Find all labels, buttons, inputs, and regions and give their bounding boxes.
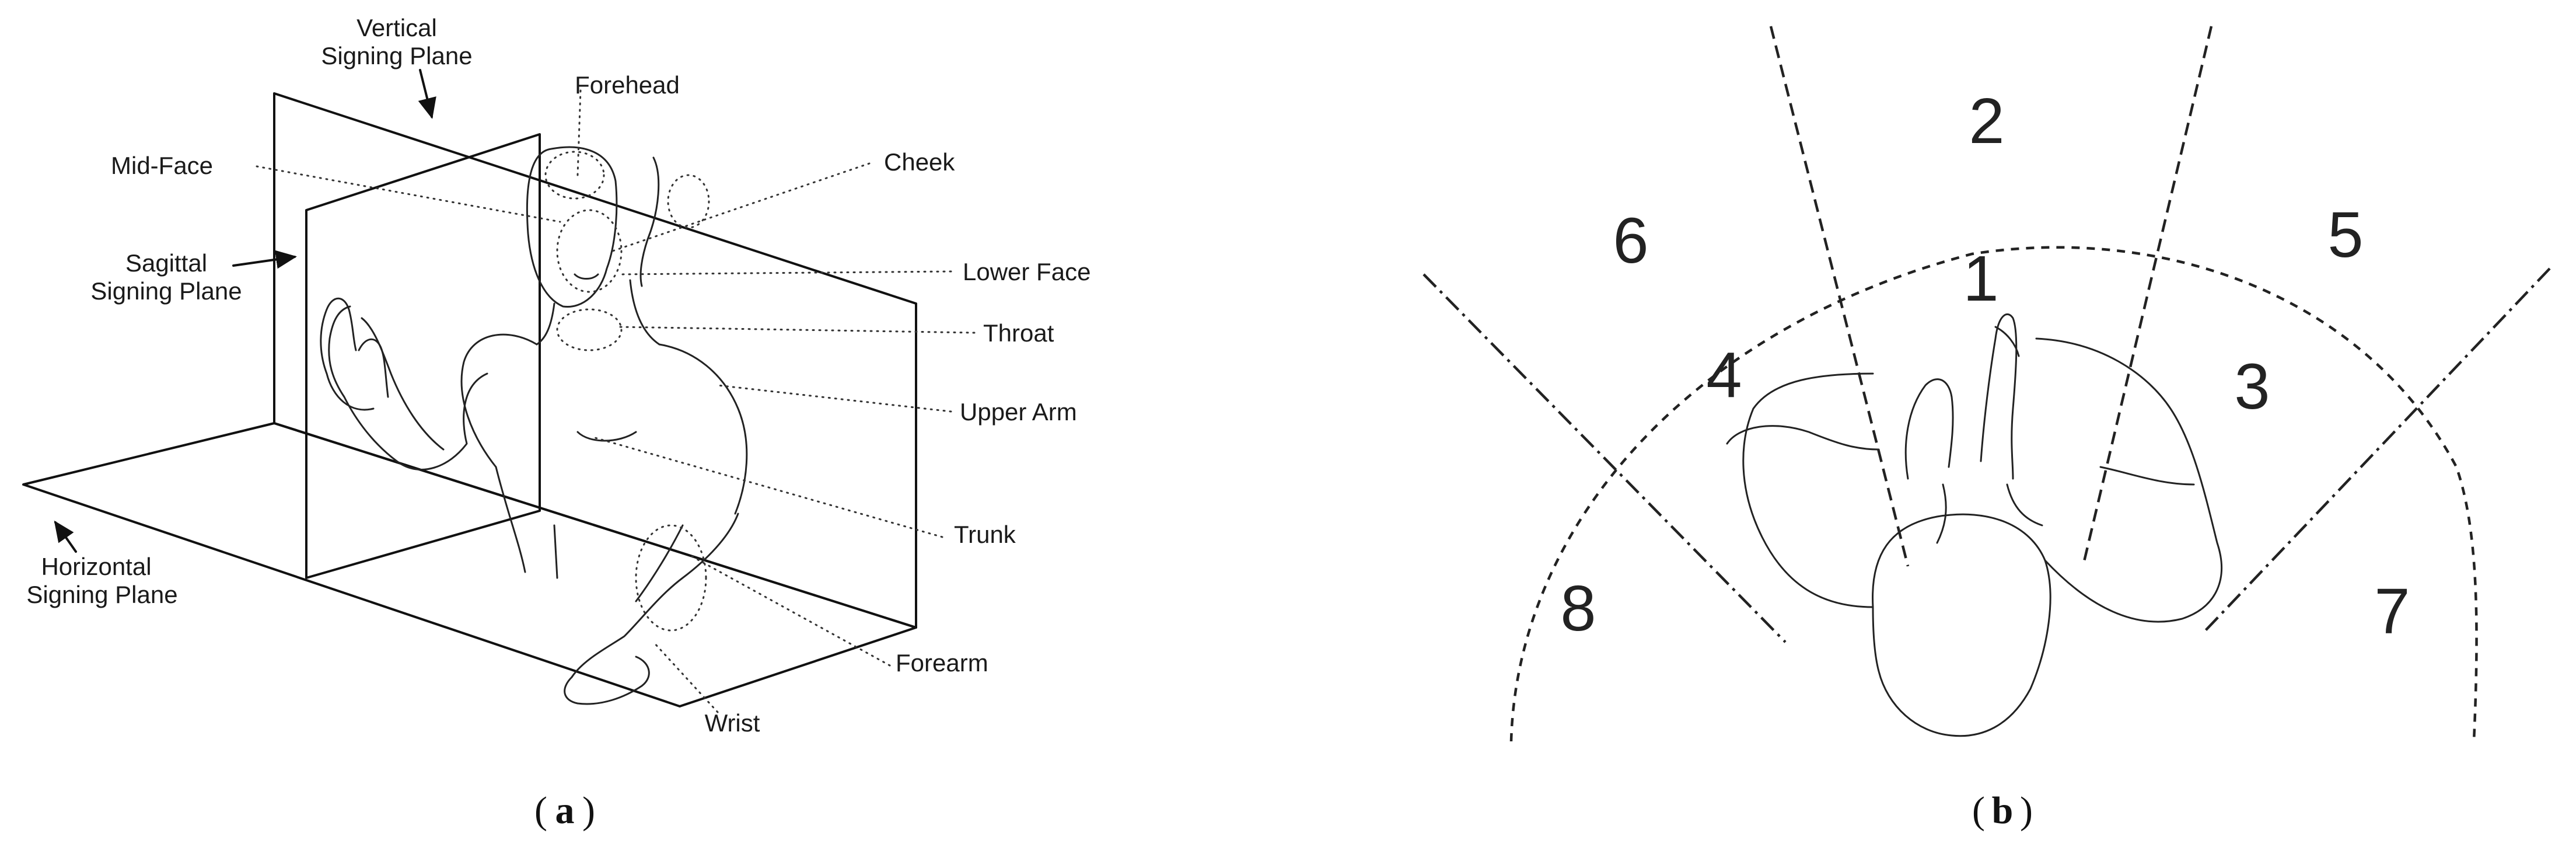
caption-b: ( b ): [1972, 789, 2033, 832]
label-cheek: Cheek: [884, 148, 955, 176]
caption-a: ( a ): [534, 789, 595, 832]
divider-right-outer: [2204, 267, 2551, 632]
sector-7: 7: [2374, 576, 2410, 647]
resting-hand: [564, 656, 650, 705]
svg-text:(: (: [534, 789, 547, 832]
panel-a-signing-space-diagram: Vertical Signing Plane Forehead Mid-Face…: [22, 14, 1090, 737]
divider-left-inner: [1769, 26, 1910, 567]
signer-figure: [320, 146, 748, 705]
sector-6: 6: [1613, 205, 1648, 277]
label-vertical-plane-line1: Vertical: [356, 14, 437, 41]
label-trunk: Trunk: [954, 521, 1016, 548]
label-sagittal-plane-line1: Sagittal: [125, 249, 207, 277]
label-throat: Throat: [983, 319, 1054, 347]
signing-space-arc: [1509, 246, 2478, 742]
label-forehead: Forehead: [575, 71, 680, 99]
signer-top-view: [1726, 313, 2222, 737]
raised-arm: [328, 305, 488, 470]
label-forearm: Forearm: [896, 649, 988, 677]
label-mid-face: Mid-Face: [111, 152, 213, 179]
label-horizontal-plane-line2: Signing Plane: [26, 581, 177, 608]
shoulders-top-view: [1742, 337, 2222, 623]
panel-b-sector-diagram: 1 2 3 4 5 6 7 8: [1422, 26, 2551, 742]
sector-3: 3: [2234, 351, 2270, 423]
sector-8: 8: [1560, 573, 1596, 644]
raised-hand: [320, 297, 389, 411]
sector-4: 4: [1706, 339, 1742, 411]
sector-2: 2: [1969, 85, 2004, 157]
head-outline: [526, 146, 618, 308]
label-sagittal-plane-line2: Signing Plane: [90, 277, 242, 305]
sector-5: 5: [2327, 199, 2363, 271]
label-vertical-plane-line2: Signing Plane: [321, 42, 472, 69]
svg-text:): ): [582, 789, 595, 832]
forearm-drawing: [571, 513, 739, 678]
vertical-signing-plane: [273, 92, 917, 629]
label-horizontal-plane-line1: Horizontal: [41, 553, 151, 580]
svg-text:): ): [2020, 789, 2033, 832]
sagittal-signing-plane: [305, 133, 541, 579]
label-wrist: Wrist: [705, 709, 760, 737]
label-upper-arm: Upper Arm: [960, 398, 1077, 426]
svg-text:(: (: [1972, 789, 1985, 832]
sector-1: 1: [1963, 243, 1998, 315]
caption-b-letter: b: [1992, 789, 2014, 832]
head-top-view: [1872, 513, 2051, 737]
label-lower-face: Lower Face: [963, 258, 1090, 285]
torso-outline: [460, 333, 748, 515]
horizontal-signing-plane: [22, 422, 917, 707]
hands-top-view: [1904, 313, 2020, 480]
divider-right-inner: [2081, 26, 2213, 567]
caption-a-letter: a: [555, 789, 575, 832]
divider-left-outer: [1422, 273, 1787, 643]
